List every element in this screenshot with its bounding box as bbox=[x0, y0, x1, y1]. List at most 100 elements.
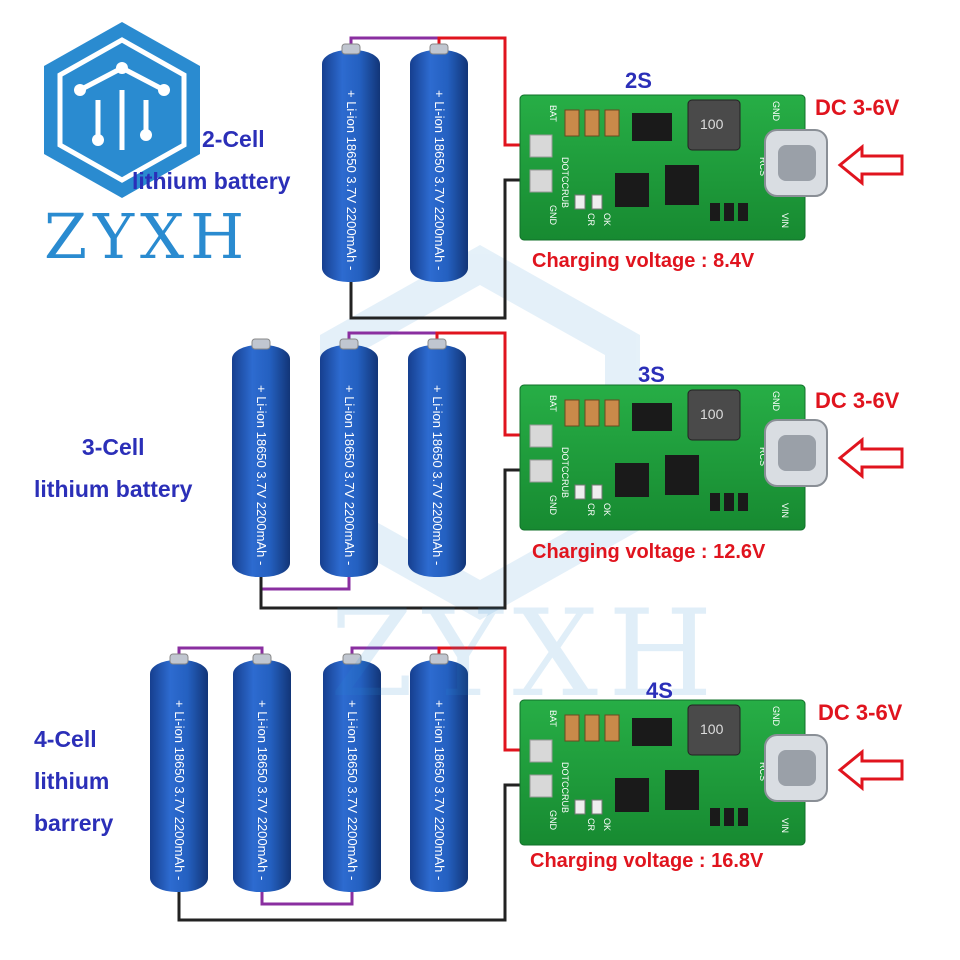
led bbox=[574, 194, 586, 210]
positive-wire bbox=[437, 36, 538, 147]
resistor bbox=[738, 808, 748, 826]
gnd-pad bbox=[529, 774, 553, 798]
ic-chip bbox=[615, 778, 649, 812]
bat-pad bbox=[529, 739, 553, 763]
silk-dotccrub: DOTCCRUB bbox=[560, 157, 570, 208]
brand-name: ZYXH bbox=[44, 200, 251, 273]
battery-cell: + Li-ion 18650 3.7V 2200mAh - bbox=[322, 43, 380, 282]
cell-type-line2: barrery bbox=[34, 810, 114, 836]
series-wire bbox=[177, 646, 264, 656]
capacitor bbox=[604, 109, 620, 137]
negative-wire bbox=[349, 178, 538, 320]
silk-gnd-right: GND bbox=[771, 706, 781, 727]
silk-vin: VIN bbox=[780, 818, 790, 833]
resistor bbox=[724, 493, 734, 511]
silk-ok: OK bbox=[602, 213, 612, 226]
inductor-label: 100 bbox=[700, 406, 724, 422]
silk-rcs: RCS bbox=[758, 157, 768, 176]
charger-modules: BATDOTCCRUBGNDGNDRCSVINOKCR100BATDOTCCRU… bbox=[519, 94, 828, 846]
gnd-pad bbox=[529, 169, 553, 193]
ic-chip bbox=[615, 463, 649, 497]
silk-gnd: GND bbox=[548, 495, 558, 516]
silk-bat: BAT bbox=[548, 710, 558, 727]
input-arrows bbox=[837, 143, 904, 792]
input-voltage-2s: DC 3-6V bbox=[815, 95, 900, 120]
arrow-left-icon bbox=[837, 436, 904, 480]
inductor bbox=[687, 704, 741, 756]
capacitor bbox=[604, 399, 620, 427]
capacitor bbox=[584, 109, 600, 137]
silk-cr: CR bbox=[586, 213, 596, 226]
battery-cell: + Li-ion 18650 3.7V 2200mAh - bbox=[410, 43, 468, 282]
silk-cr: CR bbox=[586, 818, 596, 831]
usb-c-opening bbox=[778, 435, 816, 471]
silk-dotccrub: DOTCCRUB bbox=[560, 762, 570, 813]
battery-label: + Li-ion 18650 3.7V 2200mAh - bbox=[432, 90, 447, 270]
resistor bbox=[710, 493, 720, 511]
brand-logo bbox=[44, 22, 200, 198]
silk-vin: VIN bbox=[780, 503, 790, 518]
series-wire bbox=[349, 36, 441, 46]
capacitor bbox=[564, 714, 580, 742]
usb-c-opening bbox=[778, 750, 816, 786]
battery-cell: + Li-ion 18650 3.7V 2200mAh - bbox=[150, 653, 208, 892]
negative-wire bbox=[177, 783, 538, 922]
battery-label: + Li-ion 18650 3.7V 2200mAh - bbox=[345, 700, 360, 880]
positive-wire bbox=[437, 646, 538, 752]
diode-chip bbox=[632, 718, 672, 746]
negative-wire bbox=[259, 468, 538, 610]
led bbox=[591, 484, 603, 500]
silk-ok: OK bbox=[602, 818, 612, 831]
resistor bbox=[738, 203, 748, 221]
capacitor bbox=[564, 109, 580, 137]
silk-bat: BAT bbox=[548, 395, 558, 412]
battery-cell: + Li-ion 18650 3.7V 2200mAh - bbox=[323, 653, 381, 892]
silk-bat: BAT bbox=[548, 105, 558, 122]
config-title-2s: 2S bbox=[625, 68, 652, 93]
inductor-label: 100 bbox=[700, 721, 724, 737]
silk-gnd-right: GND bbox=[771, 391, 781, 412]
input-voltage-3s: DC 3-6V bbox=[815, 388, 900, 413]
silk-dotccrub: DOTCCRUB bbox=[560, 447, 570, 498]
watermark-text: ZYXH bbox=[330, 585, 723, 724]
resistor bbox=[710, 203, 720, 221]
led bbox=[591, 799, 603, 815]
silk-gnd: GND bbox=[548, 205, 558, 226]
cell-type: lithium battery bbox=[132, 168, 291, 194]
charging-voltage-4s: Charging voltage : 16.8V bbox=[530, 850, 764, 872]
battery-cell: + Li-ion 18650 3.7V 2200mAh - bbox=[233, 653, 291, 892]
led bbox=[574, 799, 586, 815]
battery-label: + Li-ion 18650 3.7V 2200mAh - bbox=[172, 700, 187, 880]
bat-pad bbox=[529, 424, 553, 448]
resistor bbox=[724, 203, 734, 221]
charging-voltage-2s: Charging voltage : 8.4V bbox=[532, 250, 755, 272]
gnd-pad bbox=[529, 459, 553, 483]
cell-label-2s: 2-Cell lithium battery bbox=[132, 118, 290, 202]
cell-type: lithium bbox=[34, 768, 110, 794]
capacitor bbox=[604, 714, 620, 742]
battery-label: + Li-ion 18650 3.7V 2200mAh - bbox=[430, 385, 445, 565]
input-voltage-4s: DC 3-6V bbox=[818, 700, 903, 725]
cell-count: 4-Cell bbox=[34, 726, 97, 752]
ic-chip bbox=[665, 455, 699, 495]
config-title-3s: 3S bbox=[638, 362, 665, 387]
battery-label: + Li-ion 18650 3.7V 2200mAh - bbox=[254, 385, 269, 565]
silk-vin: VIN bbox=[780, 213, 790, 228]
config-title-4s: 4S bbox=[646, 678, 673, 703]
resistor bbox=[724, 808, 734, 826]
inductor bbox=[687, 389, 741, 441]
battery-label: + Li-ion 18650 3.7V 2200mAh - bbox=[344, 90, 359, 270]
battery-cell: + Li-ion 18650 3.7V 2200mAh - bbox=[408, 338, 466, 577]
cell-count: 2-Cell bbox=[202, 126, 265, 152]
cell-label-3s: 3-Cell lithium battery bbox=[34, 426, 192, 510]
silk-gnd: GND bbox=[548, 810, 558, 831]
battery-cell: + Li-ion 18650 3.7V 2200mAh - bbox=[320, 338, 378, 577]
inductor bbox=[687, 99, 741, 151]
cell-label-4s: 4-Cell lithium barrery bbox=[34, 718, 113, 844]
diode-chip bbox=[632, 113, 672, 141]
silk-gnd-right: GND bbox=[771, 101, 781, 122]
ic-chip bbox=[665, 770, 699, 810]
